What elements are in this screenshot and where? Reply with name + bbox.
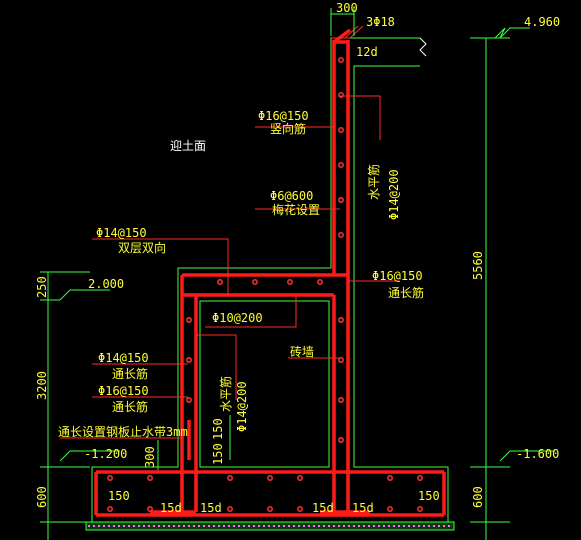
label-bar-16-150-wall: Φ16@150 <box>98 384 149 398</box>
elev-right-ground: -1.600 <box>516 447 559 461</box>
dimension-lines <box>40 8 555 540</box>
elev-slab: 2.000 <box>88 277 124 291</box>
label-horizontal-bars-2: 水平筋 <box>218 376 233 412</box>
leader-lines <box>60 25 400 439</box>
label-bar-14-150-slab: Φ14@150 <box>96 226 147 240</box>
label-brick-wall: 砖墙 <box>290 344 314 359</box>
label-waterstop-note: 通长设置钢板止水带3mm <box>58 425 188 439</box>
label-bar-14-200-left: Φ14@200 <box>235 381 249 432</box>
dim-right-600: 600 <box>471 486 485 508</box>
dim-inner-150-a: 150 <box>211 418 225 440</box>
label-anchor-15d-1: 15d <box>160 501 182 515</box>
label-through-bars: 通长筋 <box>388 285 424 300</box>
base-bedding <box>85 521 455 531</box>
label-top-bar: 3Φ18 <box>366 15 395 29</box>
label-plum-layout: 梅花设置 <box>272 202 320 217</box>
label-soil-side: 迎土面 <box>170 139 206 153</box>
dim-right-5560: 5560 <box>471 251 485 280</box>
label-double-layer: 双层双向 <box>118 240 166 255</box>
label-base-150-left: 150 <box>108 489 130 503</box>
label-bar-6-600: Φ6@600 <box>270 189 313 203</box>
label-horizontal-bars: 水平筋 <box>366 164 381 200</box>
annotations: 300 3Φ18 12d 4.960 迎土面 Φ16@150 竖向筋 水平筋 Φ… <box>35 1 560 515</box>
elev-left-ground: -1.200 <box>84 447 127 461</box>
label-bar-10-200: Φ10@200 <box>212 311 263 325</box>
label-anchor-15d-2: 15d <box>200 501 222 515</box>
label-vertical-bars: 竖向筋 <box>270 121 306 136</box>
elev-top: 4.960 <box>524 15 560 29</box>
label-anchor-15d-3: 15d <box>312 501 334 515</box>
label-bar-14-150-wall: Φ14@150 <box>98 351 149 365</box>
dim-left-600: 600 <box>35 486 49 508</box>
dim-inner-150-b: 150 <box>211 443 225 465</box>
dim-top-width: 300 <box>336 1 358 15</box>
label-base-150-right: 150 <box>418 489 440 503</box>
label-bar-16-150-top: Φ16@150 <box>258 109 309 123</box>
rebar-dots <box>107 57 423 512</box>
label-through-bars-3: 通长筋 <box>112 399 148 414</box>
label-through-bars-2: 通长筋 <box>112 366 148 381</box>
label-bar-14-200-right: Φ14@200 <box>387 169 401 220</box>
dim-left-250: 250 <box>35 276 49 298</box>
label-anchor-15d-4: 15d <box>352 501 374 515</box>
label-lap-12d: 12d <box>356 45 378 59</box>
dim-left-300: 300 <box>143 446 157 468</box>
label-bar-16-150-mid: Φ16@150 <box>372 269 423 283</box>
dim-left-3200: 3200 <box>35 371 49 400</box>
